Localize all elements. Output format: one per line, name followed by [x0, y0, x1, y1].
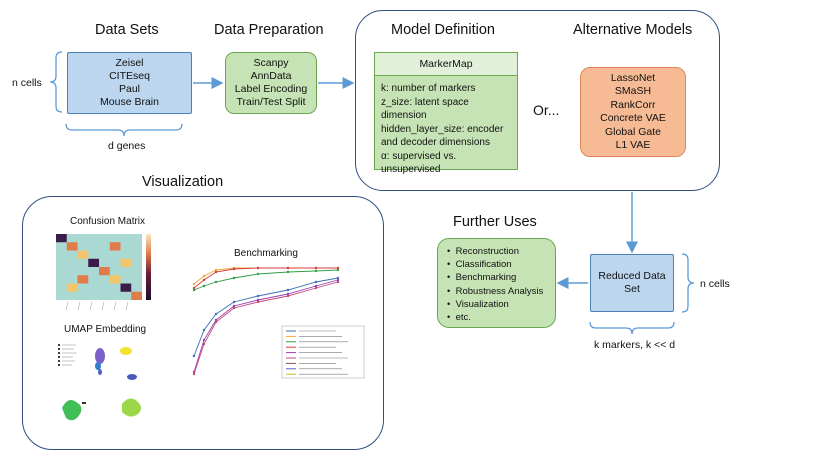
- alt-model-item: Global Gate: [604, 125, 662, 138]
- k-markers-label: k markers, k << d: [594, 339, 676, 351]
- markermap-title: MarkerMap: [375, 53, 517, 76]
- n-cells-brace-icon: [49, 51, 63, 113]
- alternative-models-header: Alternative Models: [573, 22, 693, 38]
- data-set-item: Mouse Brain: [100, 96, 159, 108]
- bullet-icon: •: [447, 259, 456, 271]
- bullet-icon: •: [447, 312, 456, 324]
- umap-title: UMAP Embedding: [64, 324, 147, 335]
- markermap-param: k: number of markers: [381, 83, 476, 94]
- use-item: • Benchmarking: [447, 272, 517, 284]
- markermap-param: and decoder dimensions: [381, 137, 490, 148]
- reduced-line: Reduced Data: [598, 270, 666, 282]
- k-markers-brace-icon: [589, 321, 675, 335]
- alt-model-item: RankCorr: [610, 98, 656, 111]
- use-item: • etc.: [447, 312, 471, 324]
- visualization-panel: [22, 196, 384, 450]
- bullet-icon: •: [447, 298, 456, 310]
- prep-item: Label Encoding: [234, 83, 308, 95]
- benchmarking-title: Benchmarking: [234, 248, 298, 259]
- alt-model-item: L1 VAE: [615, 139, 651, 151]
- data-set-item: Paul: [118, 83, 140, 95]
- n-cells-right-label: n cells: [700, 278, 730, 290]
- model-definition-panel: [355, 10, 720, 191]
- markermap-params: k: number of markers z_size: latent spac…: [375, 76, 517, 177]
- markermap-param: α: supervised vs. unsupervised: [381, 150, 457, 176]
- umap-thumbnail: [58, 344, 141, 421]
- d-genes-label: d genes: [108, 140, 146, 152]
- data-set-item: Zeisel: [115, 57, 144, 69]
- bullet-icon: •: [447, 246, 456, 257]
- alt-model-item: Concrete VAE: [600, 112, 666, 124]
- further-uses-header: Further Uses: [453, 214, 537, 230]
- data-sets-header: Data Sets: [95, 22, 159, 38]
- prep-item: Scanpy: [253, 57, 289, 69]
- alt-model-item: LassoNet: [610, 71, 656, 84]
- alternative-models-box: LassoNet SMaSH RankCorr Concrete VAE Glo…: [580, 67, 686, 157]
- alt-model-item: SMaSH: [614, 85, 652, 97]
- reduced-data-set-box: Reduced Data Set: [590, 254, 674, 312]
- n-cells-right-brace-icon: [681, 253, 695, 313]
- further-uses-box: • Reconstruction • Classification • Benc…: [437, 238, 556, 328]
- use-item: • Robustness Analysis: [447, 285, 544, 297]
- benchmarking-thumbnail: [192, 266, 365, 379]
- markermap-param: z_size: latent space dimension: [381, 96, 469, 122]
- confusion-matrix-title: Confusion Matrix: [70, 216, 146, 227]
- use-item: • Visualization: [447, 298, 509, 310]
- confusion-matrix-thumbnail: [56, 234, 151, 311]
- visualization-header: Visualization: [142, 174, 224, 190]
- bullet-icon: •: [447, 272, 456, 284]
- bullet-icon: •: [447, 285, 456, 297]
- prep-item: AnnData: [250, 70, 292, 82]
- d-genes-brace-icon: [65, 123, 183, 137]
- use-item: • Reconstruction: [447, 246, 519, 257]
- n-cells-label: n cells: [12, 77, 42, 89]
- data-preparation-header: Data Preparation: [214, 22, 324, 38]
- or-label: Or...: [533, 102, 560, 118]
- model-definition-header: Model Definition: [391, 22, 495, 38]
- markermap-box: MarkerMap k: number of markers z_size: l…: [374, 52, 518, 175]
- markermap-param: hidden_layer_size: encoder: [381, 123, 504, 135]
- data-sets-box: Zeisel CITEseq Paul Mouse Brain: [67, 52, 192, 114]
- data-preparation-box: Scanpy AnnData Label Encoding Train/Test…: [225, 52, 317, 114]
- data-set-item: CITEseq: [109, 70, 150, 82]
- use-item: • Classification: [447, 259, 512, 271]
- prep-item: Train/Test Split: [236, 96, 306, 108]
- reduced-line: Set: [624, 283, 640, 295]
- umap-legend-icon: [58, 344, 60, 366]
